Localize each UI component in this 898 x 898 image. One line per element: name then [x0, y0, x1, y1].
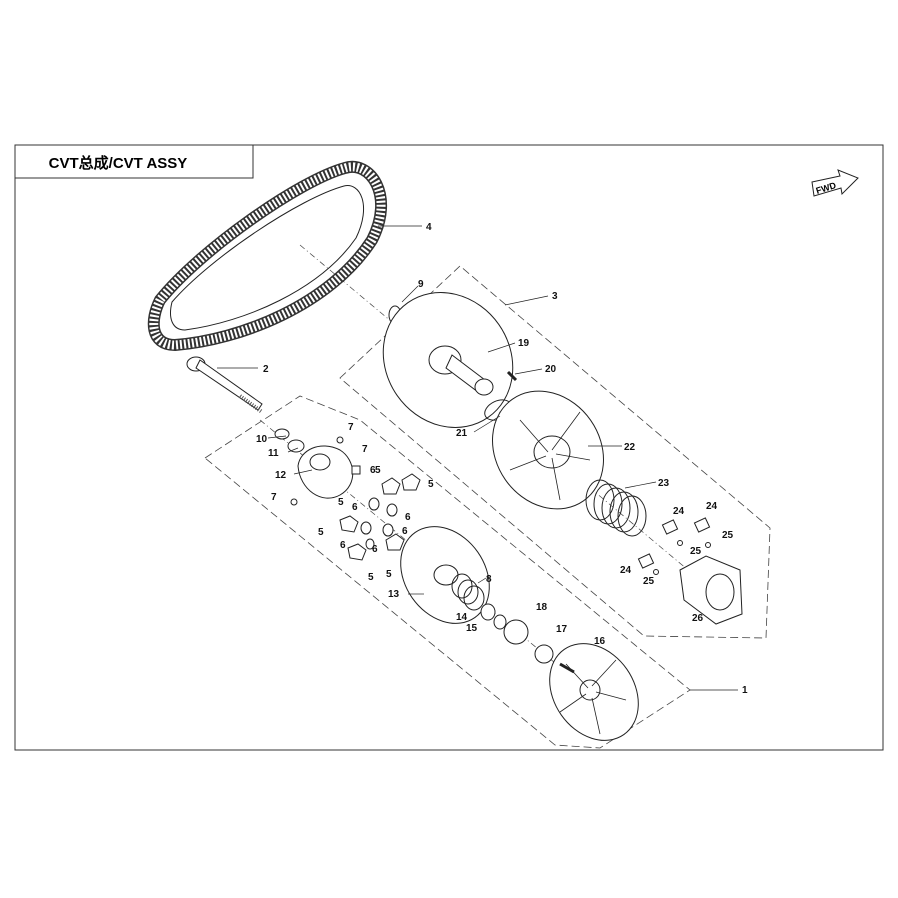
callout-4: 4: [426, 222, 432, 233]
callout-labels: 1 2 3 4 5 5 5 5 5 5 6 6 6 6 6 6 7 7 7 8 …: [256, 222, 748, 696]
callout-5c: 5: [338, 497, 344, 508]
bushings: [480, 603, 554, 664]
torque-cam: [679, 555, 743, 625]
callout-26: 26: [692, 613, 704, 624]
roller-weights: [339, 473, 421, 561]
callout-7b: 7: [362, 444, 368, 455]
callout-19: 19: [518, 338, 530, 349]
spider-assembly: [274, 428, 361, 506]
callout-6c: 6: [405, 512, 411, 523]
driven-fixed-sheave: [382, 292, 518, 428]
callout-15: 15: [466, 623, 478, 634]
callout-7c: 7: [271, 492, 277, 503]
title-box: [15, 144, 254, 179]
callout-16: 16: [594, 636, 606, 647]
callout-5b: 5: [428, 479, 434, 490]
callout-7a: 7: [348, 422, 354, 433]
callout-21: 21: [456, 428, 468, 439]
drive-belt: [147, 160, 388, 352]
callout-11: 11: [268, 448, 279, 459]
driven-movable-sheave: [492, 390, 604, 510]
callout-6e: 6: [340, 540, 346, 551]
center-bolt: [186, 356, 264, 414]
callout-25b: 25: [722, 530, 734, 541]
callout-18: 18: [536, 602, 548, 613]
page-title: CVT总成/CVT ASSY: [49, 154, 188, 172]
drive-fixed-sheave: [549, 643, 639, 741]
callout-14: 14: [456, 612, 468, 623]
callout-13: 13: [388, 589, 400, 600]
drive-spring: [451, 573, 485, 611]
callout-6a: 6: [370, 465, 376, 476]
callout-9: 9: [418, 279, 424, 290]
callout-3: 3: [552, 291, 558, 302]
fwd-arrow-icon: FWD: [811, 169, 859, 197]
cam-buttons: [637, 517, 711, 575]
callout-5a: 5: [375, 465, 381, 476]
leader-lines: [217, 225, 738, 691]
callout-12: 12: [275, 470, 287, 481]
drawing-frame: [14, 144, 884, 751]
callout-8: 8: [486, 574, 492, 585]
callout-6b: 6: [352, 502, 358, 513]
callout-2: 2: [263, 364, 269, 375]
callout-22: 22: [624, 442, 636, 453]
callout-25c: 25: [643, 576, 655, 587]
drive-movable-sheave: [400, 526, 490, 624]
callout-24a: 24: [673, 506, 685, 517]
callout-10: 10: [256, 434, 268, 445]
callout-5d: 5: [318, 527, 324, 538]
callout-6f: 6: [372, 544, 378, 555]
callout-17: 17: [556, 624, 568, 635]
callout-23: 23: [658, 478, 670, 489]
callout-5f: 5: [368, 572, 374, 583]
callout-25a: 25: [690, 546, 702, 557]
callout-6d: 6: [402, 526, 408, 537]
callout-20: 20: [545, 364, 557, 375]
callout-1: 1: [742, 685, 748, 696]
driven-spring: [585, 479, 647, 537]
callout-24b: 24: [706, 501, 718, 512]
callout-5e: 5: [386, 569, 392, 580]
callout-24c: 24: [620, 565, 632, 576]
